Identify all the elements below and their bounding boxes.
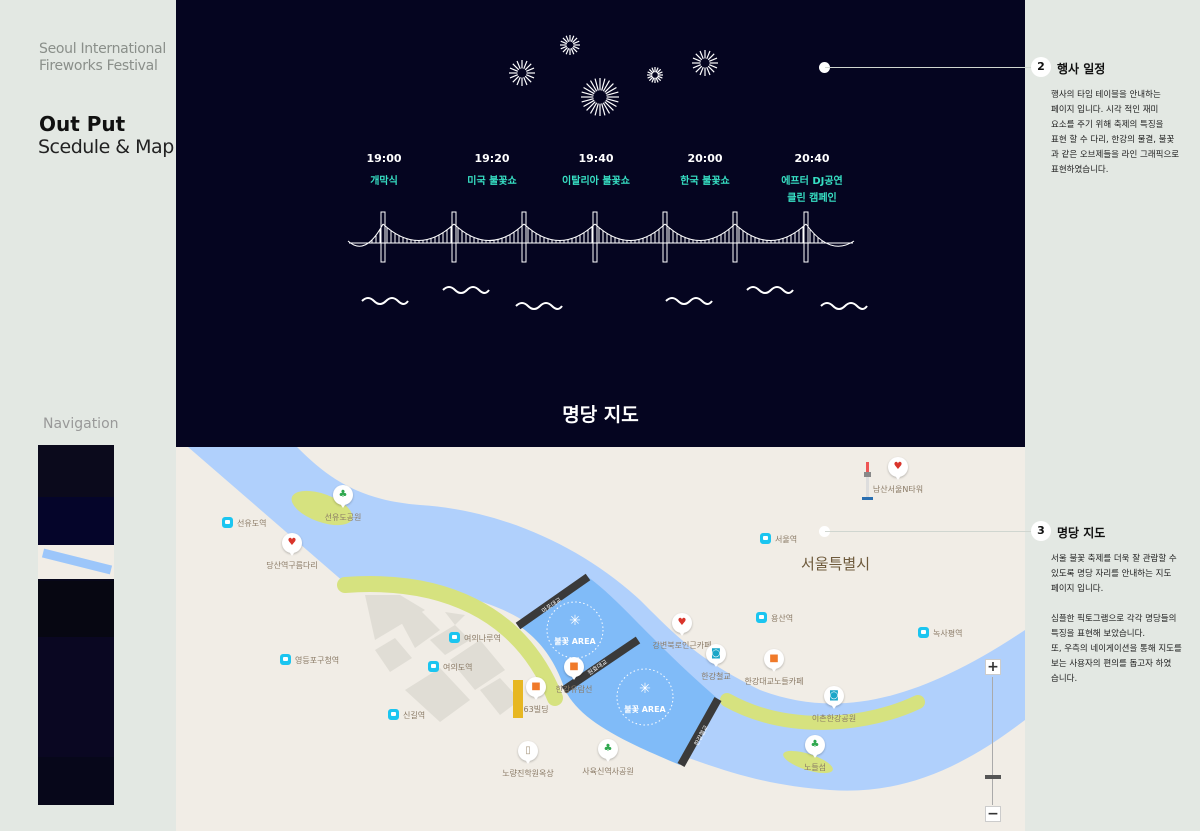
navigation-minimap[interactable] xyxy=(38,445,114,805)
note-title: 명당 지도 xyxy=(1057,526,1106,540)
tree-icon: ♣ xyxy=(333,485,353,508)
nodeul-island xyxy=(783,750,833,774)
subway-icon xyxy=(756,612,767,623)
tree-icon: ♣ xyxy=(598,739,618,762)
seonyudo-island xyxy=(291,490,353,526)
wave-icon xyxy=(820,302,868,310)
place-label: 노량진학원옥상 xyxy=(502,769,554,778)
connector-line xyxy=(825,67,1035,68)
camera-icon: ◙ xyxy=(706,644,726,667)
svg-text:✳: ✳ xyxy=(639,681,651,697)
place-label: 여의나루역 xyxy=(464,634,501,643)
place-label: 사육신역사공원 xyxy=(582,767,634,776)
place-label: 남산서울N타워 xyxy=(872,485,924,494)
place-label: 선유도공원 xyxy=(324,513,362,522)
63-building-icon xyxy=(513,680,523,718)
place-label: 한강유람선 xyxy=(555,685,593,694)
zoom-slider-track[interactable] xyxy=(992,677,993,805)
subway-icon xyxy=(449,632,460,643)
heart-icon: ♥ xyxy=(888,457,908,480)
area-label: 불꽃 AREA xyxy=(624,704,666,714)
wave-icon xyxy=(665,297,713,305)
zoom-in-button[interactable]: + xyxy=(985,659,1001,675)
brand-title: Seoul International Fireworks Festival xyxy=(39,41,166,74)
shop-icon: ■ xyxy=(526,677,546,700)
place-label: 서울역 xyxy=(775,535,798,544)
fireworks-zone xyxy=(518,577,718,765)
map[interactable]: 마포대교 원효대교 한강철교 ✳불꽃 AREA ✳불꽃 AREA 선유도역♣선유… xyxy=(176,447,1025,831)
place-label: 녹사평역 xyxy=(933,629,963,638)
yeouido-blocks xyxy=(365,595,520,722)
note-text: 행사의 타임 테이블을 안내하는 페이지 입니다. 시각 적인 재미 요소를 주… xyxy=(1051,90,1180,175)
map-title: 명당 지도 xyxy=(562,404,639,426)
place-label: 용산역 xyxy=(771,614,794,623)
connector-dot xyxy=(819,62,830,73)
wave-icon xyxy=(442,286,490,294)
svg-text:✳: ✳ xyxy=(569,613,581,629)
subway-icon xyxy=(388,709,399,720)
subway-icon xyxy=(280,654,291,665)
wave-icon xyxy=(746,286,794,294)
map-base: 마포대교 원효대교 한강철교 ✳불꽃 AREA ✳불꽃 AREA xyxy=(188,447,1025,791)
firework-icon xyxy=(560,35,580,55)
subway-icon xyxy=(760,533,771,544)
firework-icon xyxy=(509,60,535,86)
place-label: 강변북로인근카페 xyxy=(652,641,712,650)
connector-line xyxy=(825,531,1035,532)
shop-icon: ■ xyxy=(564,657,584,680)
place-label: 노들섬 xyxy=(803,763,827,772)
place-label: 당산역구름다리 xyxy=(266,561,318,570)
fireworks-illustration xyxy=(347,35,868,310)
note-number: 2 xyxy=(1031,57,1051,77)
navigation-label: Navigation xyxy=(43,416,119,432)
subway-icon xyxy=(428,661,439,672)
shop-icon: ■ xyxy=(764,649,784,672)
bridge-illustration xyxy=(347,211,855,263)
yeouido-park xyxy=(337,576,563,706)
section-subtitle: Scedule & Map xyxy=(38,136,174,158)
place-label: 한강철교 xyxy=(701,672,731,681)
wave-icon xyxy=(515,302,563,310)
note-number: 3 xyxy=(1031,521,1051,541)
section-title: Out Put xyxy=(39,112,126,136)
area-label: 불꽃 AREA xyxy=(554,636,596,646)
heart-icon: ♥ xyxy=(672,613,692,636)
bridges xyxy=(515,573,722,767)
heart-icon: ♥ xyxy=(282,533,302,556)
firework-icon xyxy=(647,67,663,83)
place-label: 선유도역 xyxy=(237,519,267,528)
subway-icon xyxy=(918,627,929,638)
firework-icon xyxy=(692,50,718,76)
city-label: 서울특별시 xyxy=(801,555,871,573)
note-title: 행사 일정 xyxy=(1057,62,1106,76)
ichon-park xyxy=(720,693,925,730)
wave-icon xyxy=(361,297,409,305)
place-label: 한강대교노들카페 xyxy=(744,677,804,686)
camera-icon: ◙ xyxy=(824,686,844,709)
tree-icon: ♣ xyxy=(805,735,825,758)
firework-icon xyxy=(581,78,619,116)
subway-icon xyxy=(222,517,233,528)
zoom-out-button[interactable]: − xyxy=(985,806,1001,822)
place-label: 이촌한강공원 xyxy=(811,714,857,723)
place-label: 영등포구청역 xyxy=(295,656,340,665)
place-label: 신길역 xyxy=(403,711,426,720)
connector-dot xyxy=(819,526,830,537)
building-icon: ▯ xyxy=(518,741,538,764)
zoom-slider-handle[interactable] xyxy=(985,775,1001,779)
namsan-tower-icon xyxy=(862,462,873,500)
place-label: 63빌딩 xyxy=(523,705,549,714)
place-label: 여의도역 xyxy=(443,663,473,672)
note-text: 서울 불꽃 축제를 더욱 잘 관람할 수 있도록 명당 자리를 안내하는 지도 … xyxy=(1051,554,1182,684)
fireworks-area xyxy=(546,601,674,726)
